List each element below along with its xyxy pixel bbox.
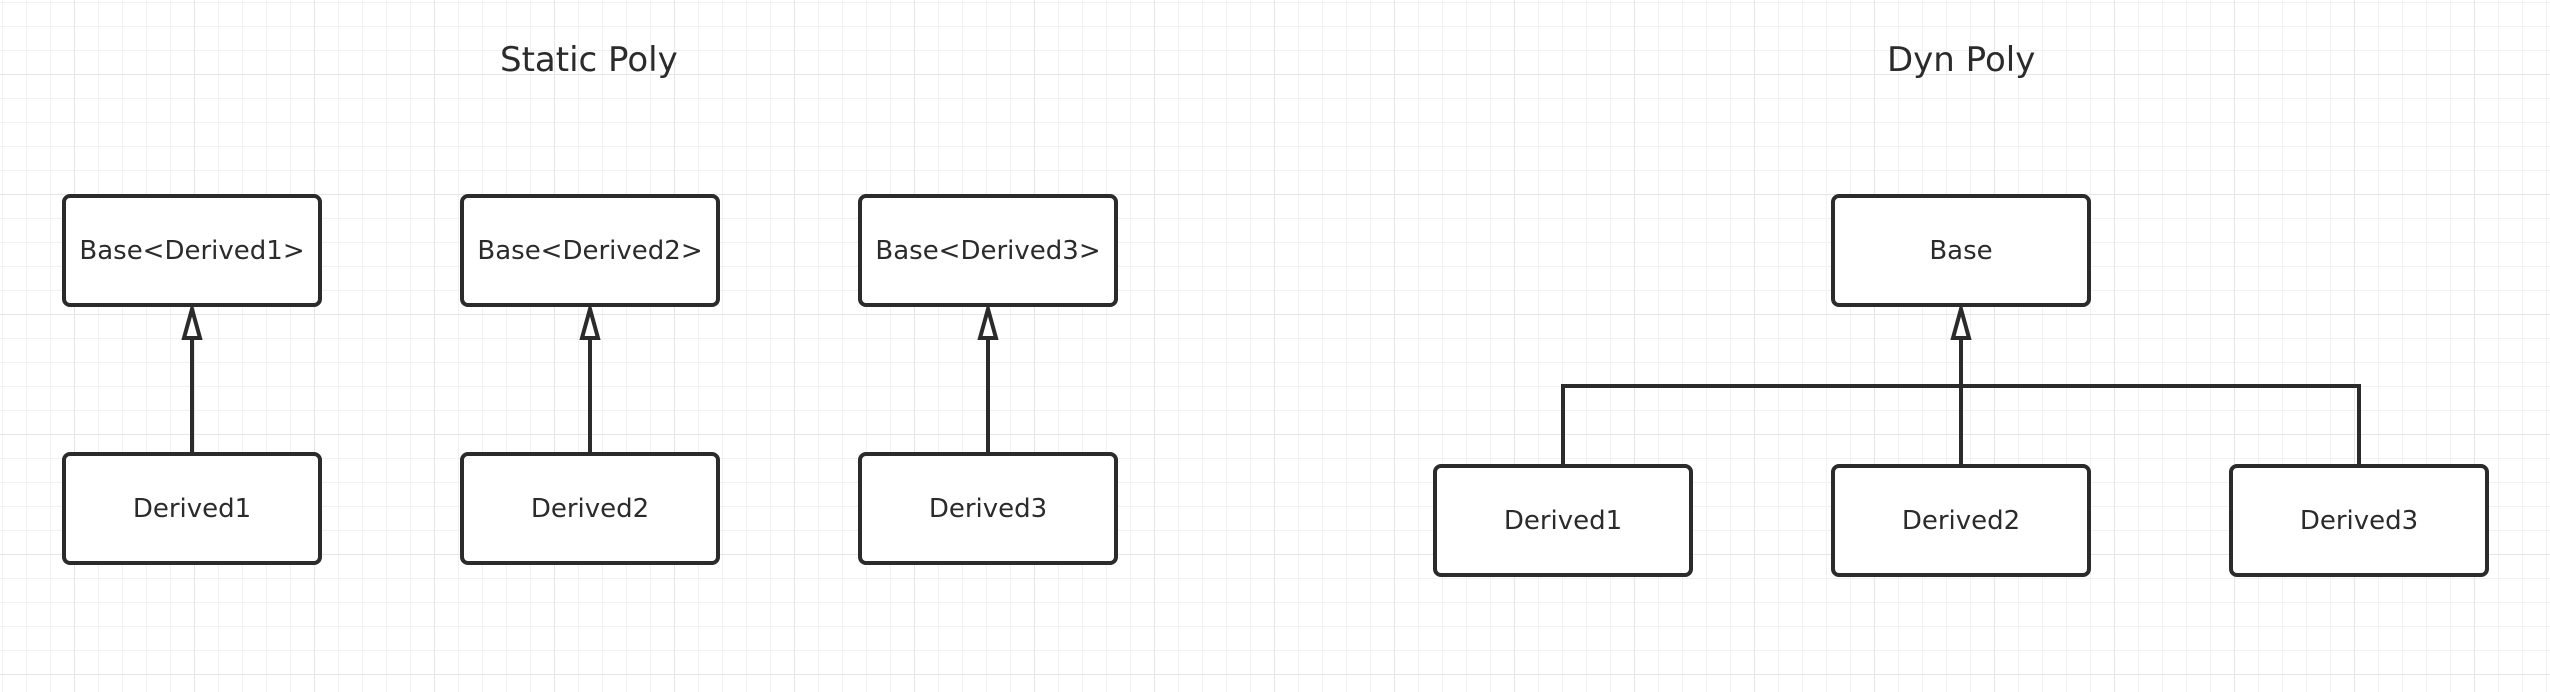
- static-derived-1-box[interactable]: Derived1: [62, 452, 322, 565]
- static-derived-3-box[interactable]: Derived3: [858, 452, 1118, 565]
- dyn-derived-3-box[interactable]: Derived3: [2229, 464, 2489, 577]
- dyn-derived-2-box[interactable]: Derived2: [1831, 464, 2091, 577]
- static-base-1-box[interactable]: Base<Derived1>: [62, 194, 322, 307]
- static-base-3-box[interactable]: Base<Derived3>: [858, 194, 1118, 307]
- static-base-2-box[interactable]: Base<Derived2>: [460, 194, 720, 307]
- static-poly-title: Static Poly: [500, 40, 678, 80]
- static-arrowhead-3: [977, 301, 999, 340]
- static-derived-2-box[interactable]: Derived2: [460, 452, 720, 565]
- dyn-poly-title: Dyn Poly: [1887, 40, 2036, 80]
- dyn-derived-1-box[interactable]: Derived1: [1433, 464, 1693, 577]
- dyn-arrowhead: [1950, 301, 1972, 340]
- static-arrowhead-2: [579, 301, 601, 340]
- dyn-base-box[interactable]: Base: [1831, 194, 2091, 307]
- static-arrowhead-1: [181, 301, 203, 340]
